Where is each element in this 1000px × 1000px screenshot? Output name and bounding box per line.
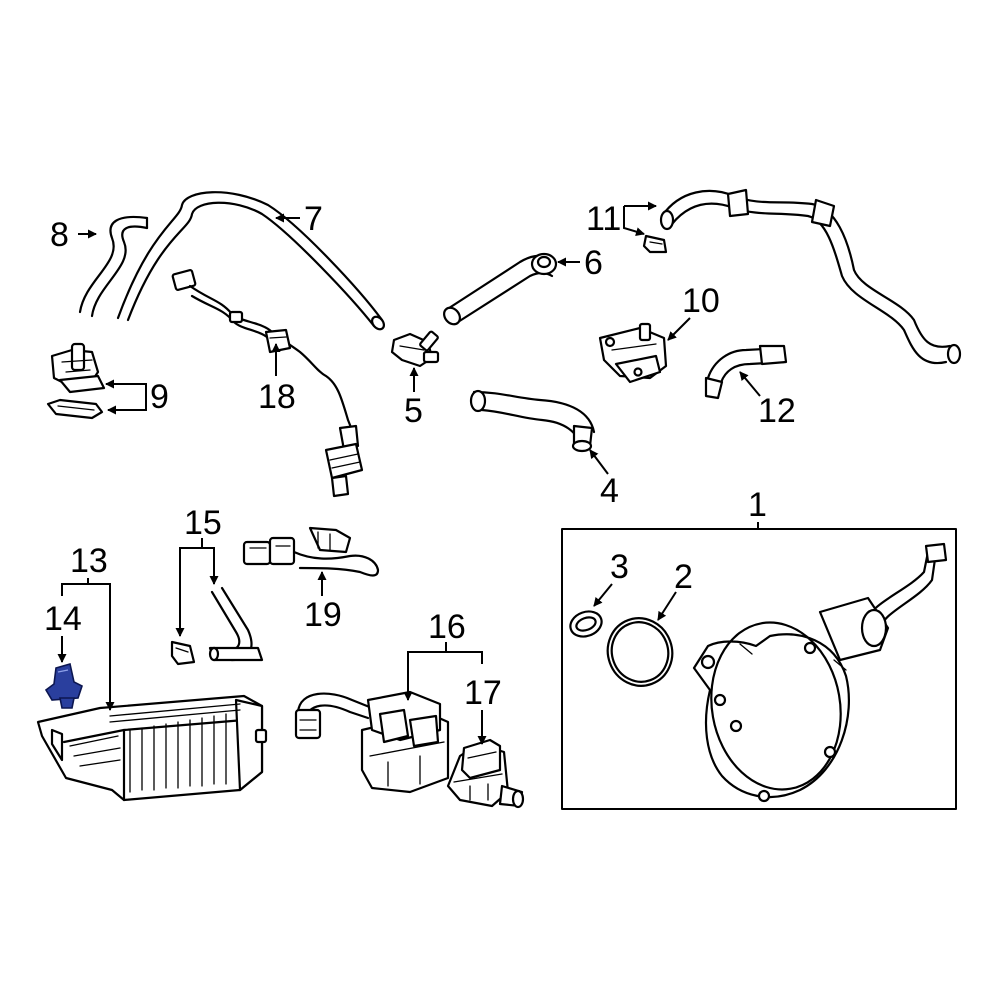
vacuum-pump-1[interactable]: [692, 542, 948, 803]
valve-10[interactable]: [598, 322, 668, 384]
pipe-15[interactable]: [208, 586, 264, 662]
leader-lines: [57, 201, 761, 745]
callout-1: 1: [748, 486, 767, 524]
seal-3[interactable]: [567, 607, 605, 640]
hose-11[interactable]: [659, 188, 962, 365]
callout-6: 6: [584, 244, 603, 282]
callout-2: 2: [674, 558, 693, 596]
vent-valve-16[interactable]: [294, 690, 450, 794]
callout-17: 17: [464, 674, 502, 712]
callout-3: 3: [610, 548, 629, 586]
callout-18: 18: [258, 378, 296, 416]
o-ring-2[interactable]: [598, 609, 681, 695]
hose-7[interactable]: [116, 191, 386, 331]
sensor-18[interactable]: [171, 269, 364, 498]
clamp-15[interactable]: [170, 640, 196, 666]
callout-16: 16: [428, 608, 466, 646]
bracket-9[interactable]: [46, 398, 104, 420]
callout-labels: 8 7 9 18 5 6 4 11 10 12 1 3 2 15 19 13 1…: [44, 200, 796, 712]
sensor-19[interactable]: [242, 526, 380, 577]
valve-9[interactable]: [50, 342, 106, 394]
callout-8: 8: [50, 216, 69, 254]
canister-13[interactable]: [36, 694, 268, 802]
callout-4: 4: [600, 472, 619, 510]
callout-13: 13: [70, 542, 108, 580]
hose-8[interactable]: [78, 215, 149, 318]
hose-12[interactable]: [704, 344, 788, 400]
callout-10: 10: [682, 282, 720, 320]
clip-14[interactable]: [44, 662, 83, 709]
callout-5: 5: [404, 392, 423, 430]
purge-valve-17[interactable]: [446, 738, 525, 809]
callout-15: 15: [184, 504, 222, 542]
callout-7: 7: [304, 200, 323, 238]
clip-11[interactable]: [642, 234, 668, 254]
callout-9: 9: [150, 378, 169, 416]
hose-6[interactable]: [441, 252, 558, 327]
callout-14: 14: [44, 600, 82, 638]
callout-11: 11: [586, 200, 621, 238]
hose-4[interactable]: [469, 389, 596, 453]
valve-5[interactable]: [390, 330, 440, 368]
callout-19: 19: [304, 596, 342, 634]
callout-12: 12: [758, 392, 796, 430]
